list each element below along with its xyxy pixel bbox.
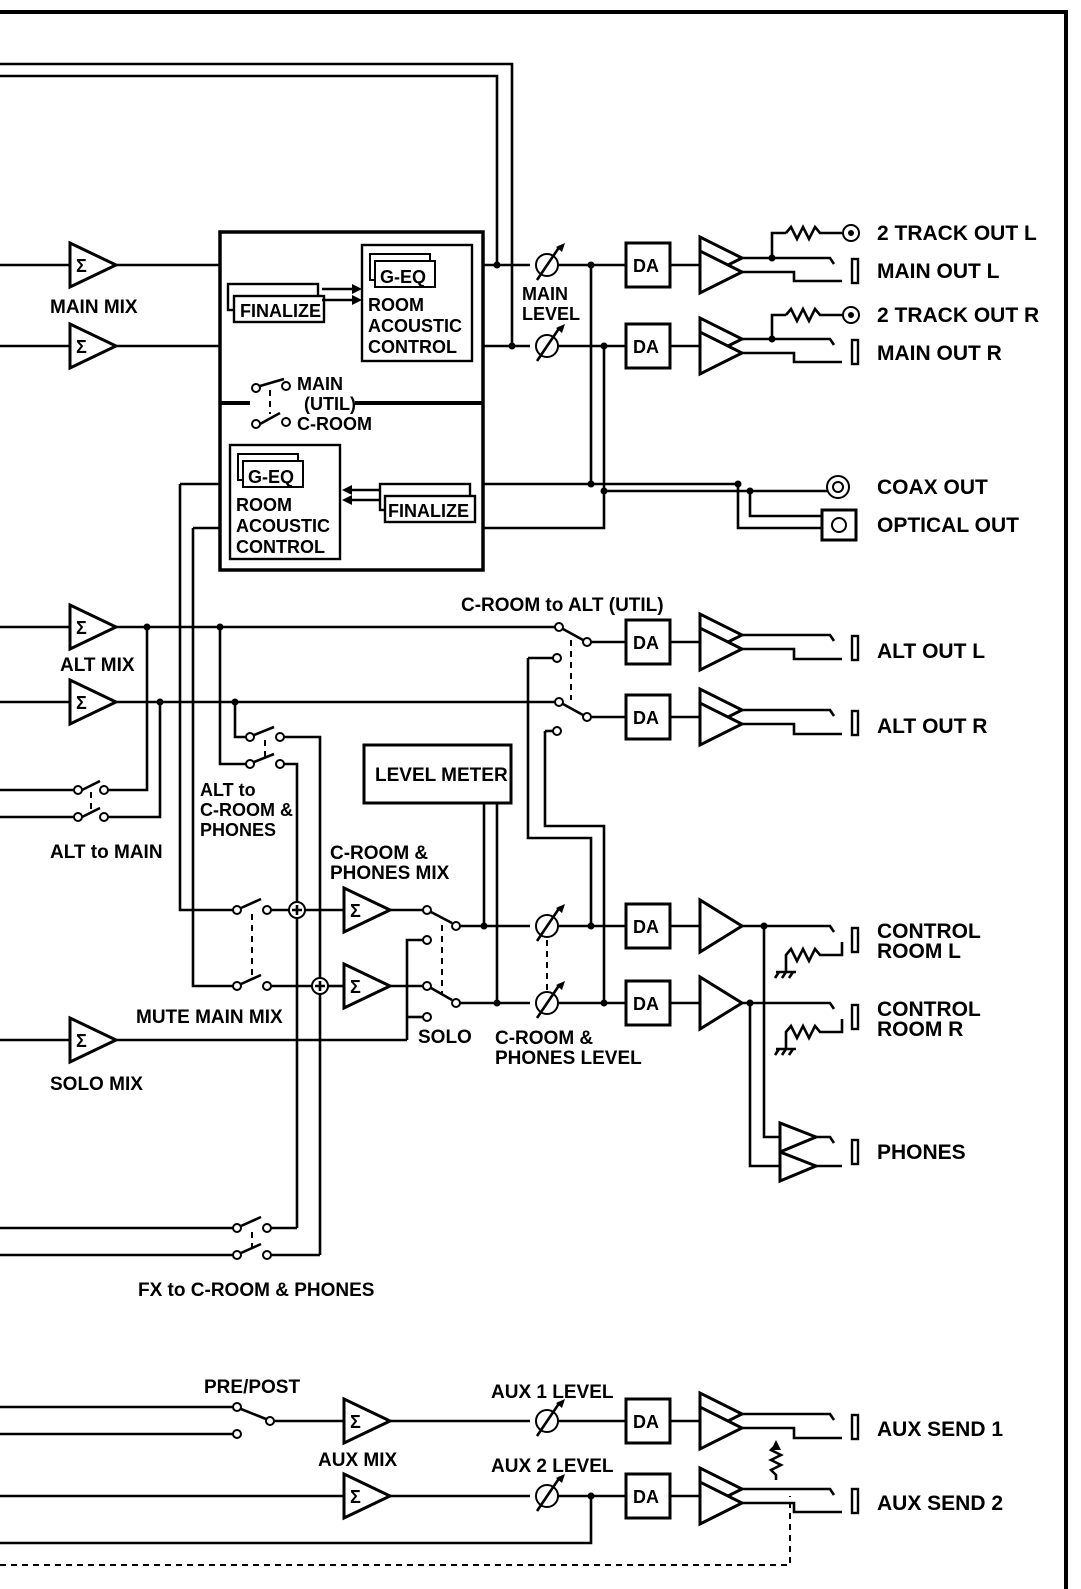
label-da: DA bbox=[633, 256, 659, 276]
label-fx-to-croom: FX to C-ROOM & PHONES bbox=[138, 1280, 374, 1301]
label-da: DA bbox=[633, 633, 659, 653]
label-alt-out-l: ALT OUT L bbox=[877, 640, 985, 663]
label-sigma: Σ bbox=[350, 901, 361, 921]
label-main-out-l: MAIN OUT L bbox=[877, 260, 1000, 283]
label-phones: PHONES bbox=[877, 1141, 966, 1164]
label-aux-send-2: AUX SEND 2 bbox=[877, 1492, 1003, 1515]
label-control: CONTROL bbox=[236, 537, 325, 557]
main-mix-label: MAIN MIX bbox=[50, 297, 138, 318]
label-alt-to-croom-1: ALT to bbox=[200, 780, 256, 800]
processor-box: FINALIZE G-EQ ROOM ACOUSTIC CONTROL MAIN… bbox=[218, 230, 485, 572]
label-control: CONTROL bbox=[368, 337, 457, 357]
label-da: DA bbox=[633, 1412, 659, 1432]
top-bus-lines bbox=[0, 62, 514, 346]
finalize-label: FINALIZE bbox=[240, 301, 321, 321]
label-alt-mix: ALT MIX bbox=[60, 655, 135, 676]
label-sigma: Σ bbox=[350, 1412, 361, 1432]
label-croom-level-2: PHONES LEVEL bbox=[495, 1048, 642, 1069]
label-acoustic: ACOUSTIC bbox=[368, 316, 462, 336]
label-sigma: Σ bbox=[76, 1031, 87, 1051]
label-room: ROOM bbox=[368, 295, 424, 315]
label-da: DA bbox=[633, 994, 659, 1014]
label-da: DA bbox=[633, 708, 659, 728]
label-croom-mix-2: PHONES MIX bbox=[330, 863, 450, 884]
label-mute-main-mix: MUTE MAIN MIX bbox=[136, 1007, 283, 1028]
label-coax-out: COAX OUT bbox=[877, 476, 988, 499]
label-croom-mix-1: C-ROOM & bbox=[330, 843, 428, 864]
main-mix-section: Σ Σ MAIN MIX bbox=[0, 241, 220, 370]
label-da: DA bbox=[633, 1487, 659, 1507]
label-main-out-r: MAIN OUT R bbox=[877, 342, 1002, 365]
label-control-room-r-1: CONTROL bbox=[877, 998, 981, 1021]
label-alt-to-croom-3: PHONES bbox=[200, 820, 276, 840]
label-aux-mix: AUX MIX bbox=[318, 1450, 398, 1471]
label-croom-to-alt: C-ROOM to ALT (UTIL) bbox=[461, 595, 664, 616]
sigma-label: Σ bbox=[76, 256, 87, 276]
label-acoustic: ACOUSTIC bbox=[236, 516, 330, 536]
label-sigma: Σ bbox=[76, 693, 87, 713]
croom-mix-section: Σ Σ C-ROOM & PHONES MIX MUTE MAIN MIX SO… bbox=[136, 482, 642, 1069]
label-alt-to-main: ALT to MAIN bbox=[50, 842, 163, 863]
label-sigma: Σ bbox=[350, 1487, 361, 1507]
solo-mix-section: Σ SOLO MIX bbox=[0, 1016, 407, 1095]
label-pre-post: PRE/POST bbox=[204, 1377, 300, 1398]
aux-section: PRE/POST Σ AUX MIX Σ AUX 1 LEVEL AUX 2 L… bbox=[0, 1377, 1003, 1566]
label-control-room-l-1: CONTROL bbox=[877, 920, 981, 943]
label-control-room-l-2: ROOM L bbox=[877, 940, 961, 963]
label-croom-level-1: C-ROOM & bbox=[495, 1028, 593, 1049]
label-da: DA bbox=[633, 337, 659, 357]
label-aux1-level: AUX 1 LEVEL bbox=[491, 1382, 614, 1403]
label-solo-mix: SOLO MIX bbox=[50, 1074, 143, 1095]
label-sw-croom: C-ROOM bbox=[297, 414, 372, 434]
geq-label: G-EQ bbox=[380, 267, 426, 287]
label-aux2-level: AUX 2 LEVEL bbox=[491, 1456, 614, 1477]
outer-frame bbox=[0, 10, 1068, 1589]
label-finalize: FINALIZE bbox=[388, 501, 469, 521]
label-solo: SOLO bbox=[418, 1027, 472, 1048]
label-da: DA bbox=[633, 917, 659, 937]
label-sw-util: (UTIL) bbox=[304, 394, 356, 414]
label-main-level-2: LEVEL bbox=[522, 304, 580, 324]
sigma-label: Σ bbox=[76, 337, 87, 357]
label-sigma: Σ bbox=[76, 618, 87, 638]
fx-to-croom-switch: FX to C-ROOM & PHONES bbox=[0, 1215, 374, 1301]
main-level-section: MAIN LEVEL bbox=[483, 243, 754, 530]
label-two-track-out-r: 2 TRACK OUT R bbox=[877, 304, 1039, 327]
label-sw-main: MAIN bbox=[297, 374, 343, 394]
alt-to-croom-switch: ALT to C-ROOM & PHONES bbox=[200, 627, 322, 1255]
label-alt-to-croom-2: C-ROOM & bbox=[200, 800, 293, 820]
level-meter: LEVEL METER bbox=[362, 743, 513, 1003]
label-two-track-out-l: 2 TRACK OUT L bbox=[877, 222, 1037, 245]
control-room-output: DA DA CONTROL ROOM L CONTROL ROOM R PHON… bbox=[624, 898, 981, 1184]
label-optical-out: OPTICAL OUT bbox=[877, 514, 1019, 537]
digital-outputs: COAX OUT OPTICAL OUT bbox=[736, 475, 1019, 542]
label-room: ROOM bbox=[236, 495, 292, 515]
label-alt-out-r: ALT OUT R bbox=[877, 715, 987, 738]
alt-output-stage: C-ROOM to ALT (UTIL) DA DA ALT OUT L ALT… bbox=[461, 595, 987, 1003]
label-aux-send-1: AUX SEND 1 bbox=[877, 1418, 1003, 1441]
label-sigma: Σ bbox=[350, 977, 361, 997]
label-control-room-r-2: ROOM R bbox=[877, 1018, 963, 1041]
label-level-meter: LEVEL METER bbox=[375, 765, 508, 786]
label-main-level-1: MAIN bbox=[522, 284, 568, 304]
main-output-stage: DA DA 2 TRACK OUT L MAIN OUT L 2 TRACK O… bbox=[624, 222, 1039, 376]
label-geq: G-EQ bbox=[248, 467, 294, 487]
